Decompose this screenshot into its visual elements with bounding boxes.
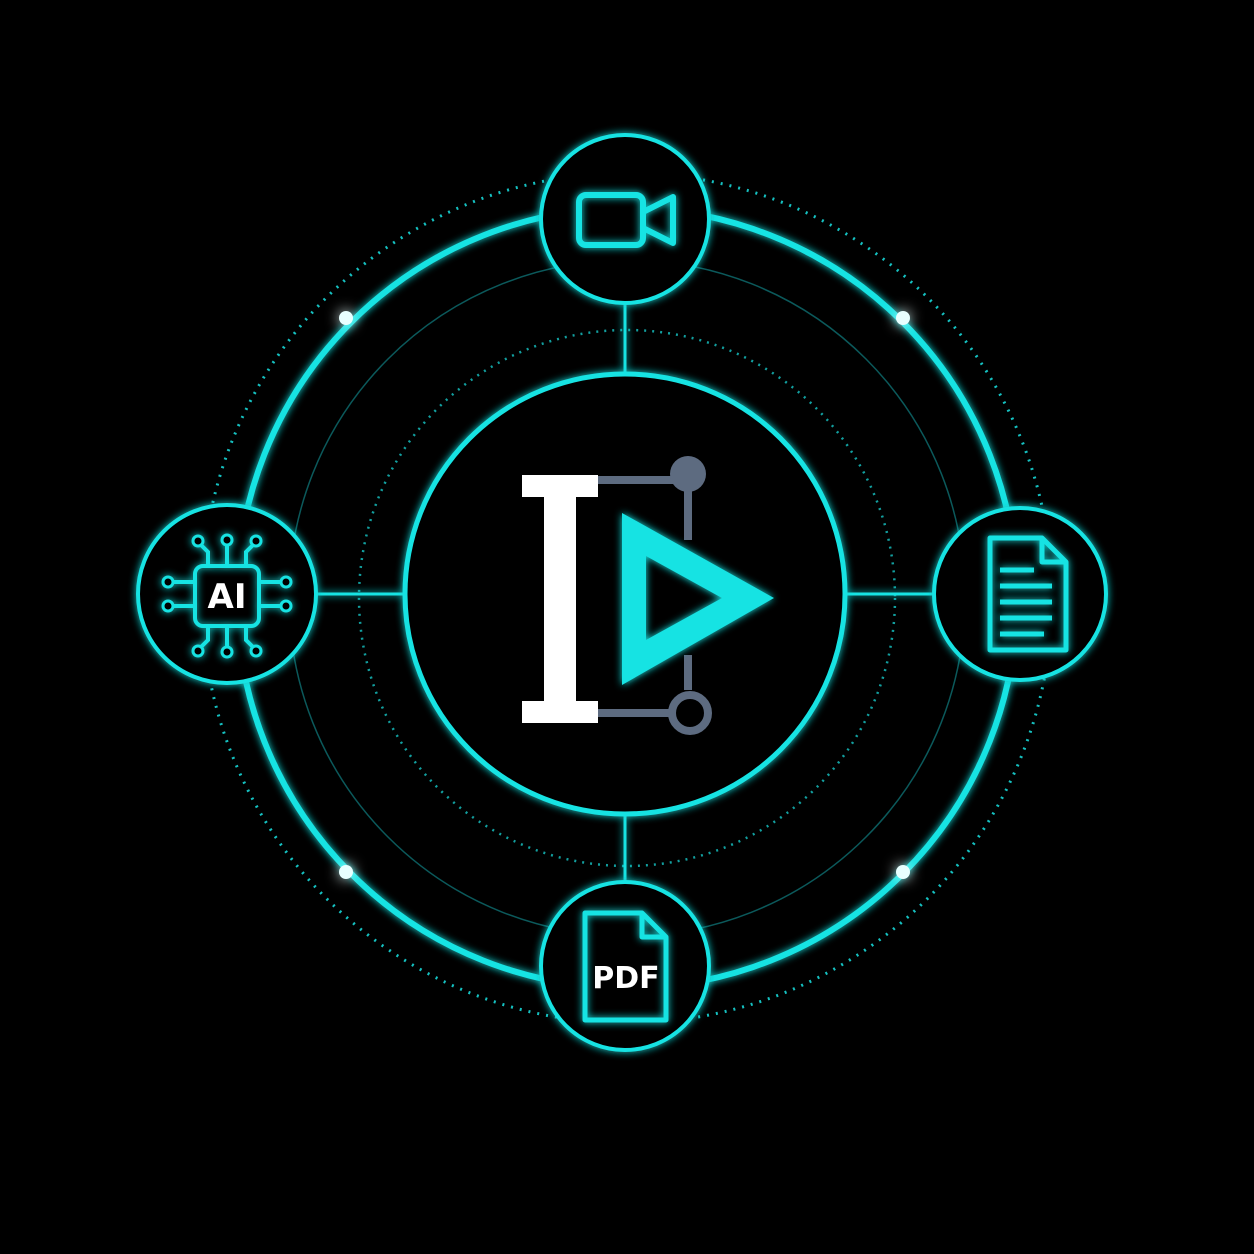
pdf-label: PDF (592, 961, 659, 996)
text-cursor-play-logo-icon (522, 456, 774, 735)
ring-glow-dots (339, 311, 910, 879)
node-top-circle (539, 133, 711, 305)
ai-chip-icon (161, 533, 293, 659)
inner-dotted-ring (357, 328, 897, 868)
node-right-circle (932, 506, 1108, 682)
ring-dot-top-right (896, 311, 910, 325)
node-top[interactable] (539, 133, 711, 305)
ai-label: AI (208, 577, 247, 617)
node-bottom[interactable]: PDF (539, 880, 711, 1052)
document-icon (987, 535, 1069, 653)
node-left-circle (136, 503, 318, 685)
ring-dot-bottom-left (339, 865, 353, 879)
ring-dot-bottom-right (896, 865, 910, 879)
ring-dot-top-left (339, 311, 353, 325)
video-camera-icon (576, 192, 676, 248)
node-right[interactable] (932, 506, 1108, 682)
pdf-file-icon (582, 910, 669, 1023)
node-left[interactable]: AI (136, 503, 318, 685)
